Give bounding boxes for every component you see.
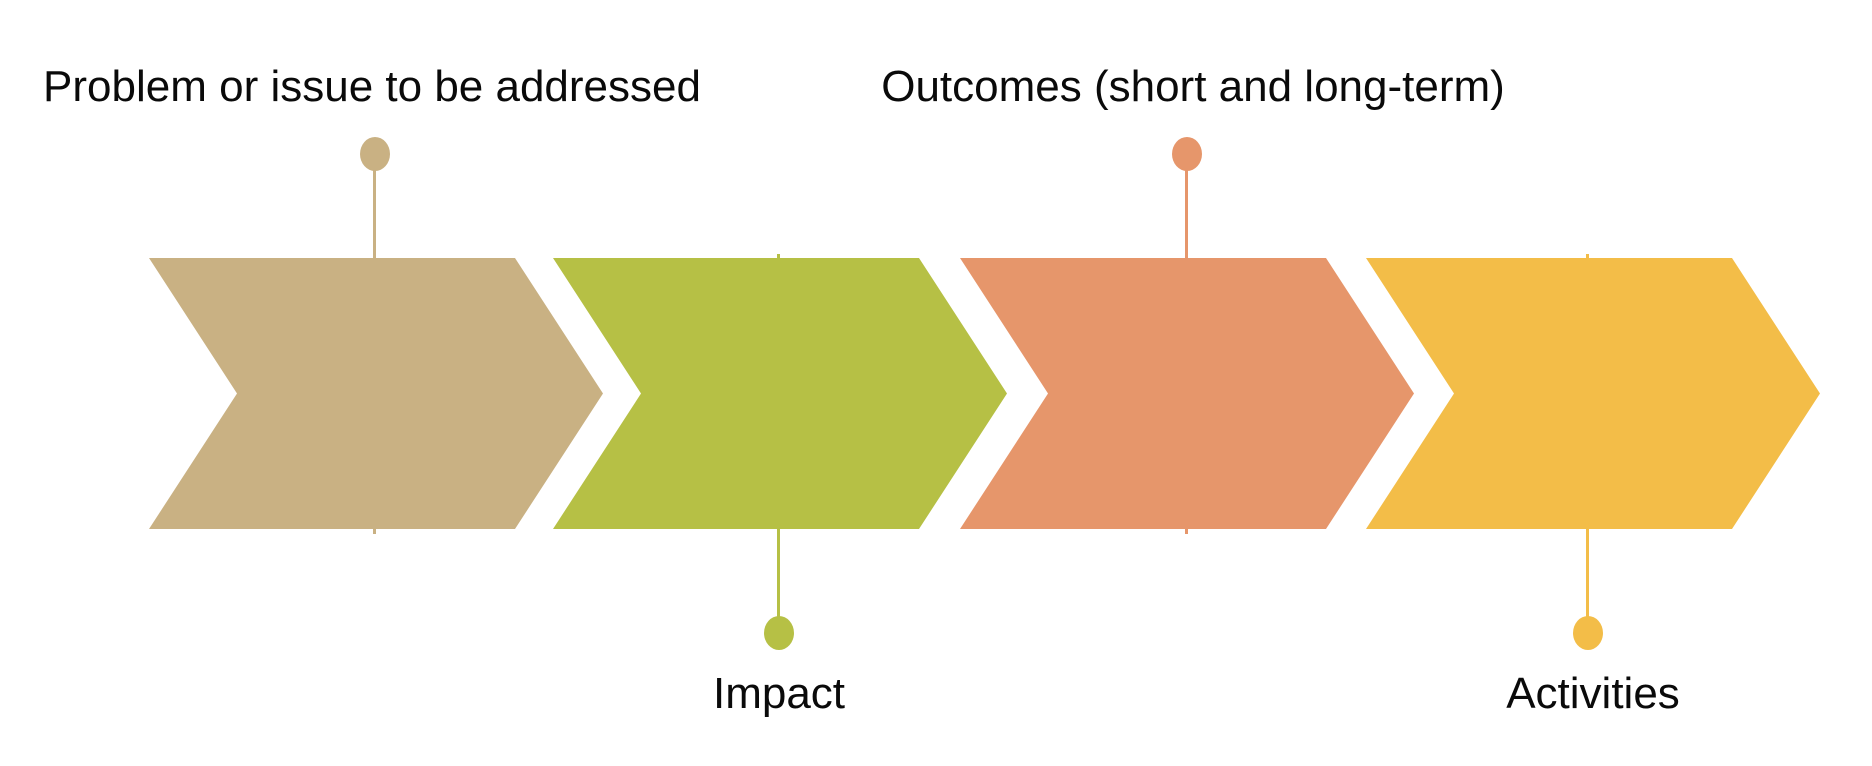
chevron-activities — [1366, 258, 1820, 529]
step-label-problem: Problem or issue to be addressed — [43, 62, 701, 111]
connector-dot-activities — [1573, 616, 1603, 650]
step-label-impact: Impact — [712, 669, 846, 718]
chevron-outcomes — [960, 258, 1414, 529]
chevron-problem — [149, 258, 603, 529]
chevron-impact — [553, 258, 1007, 529]
connector-dot-impact — [764, 616, 794, 650]
connector-dot-problem — [360, 137, 390, 171]
step-label-outcomes: Outcomes (short and long-term) — [881, 62, 1505, 111]
step-label-activities: Activities — [1506, 669, 1680, 718]
connector-dot-outcomes — [1172, 137, 1202, 171]
